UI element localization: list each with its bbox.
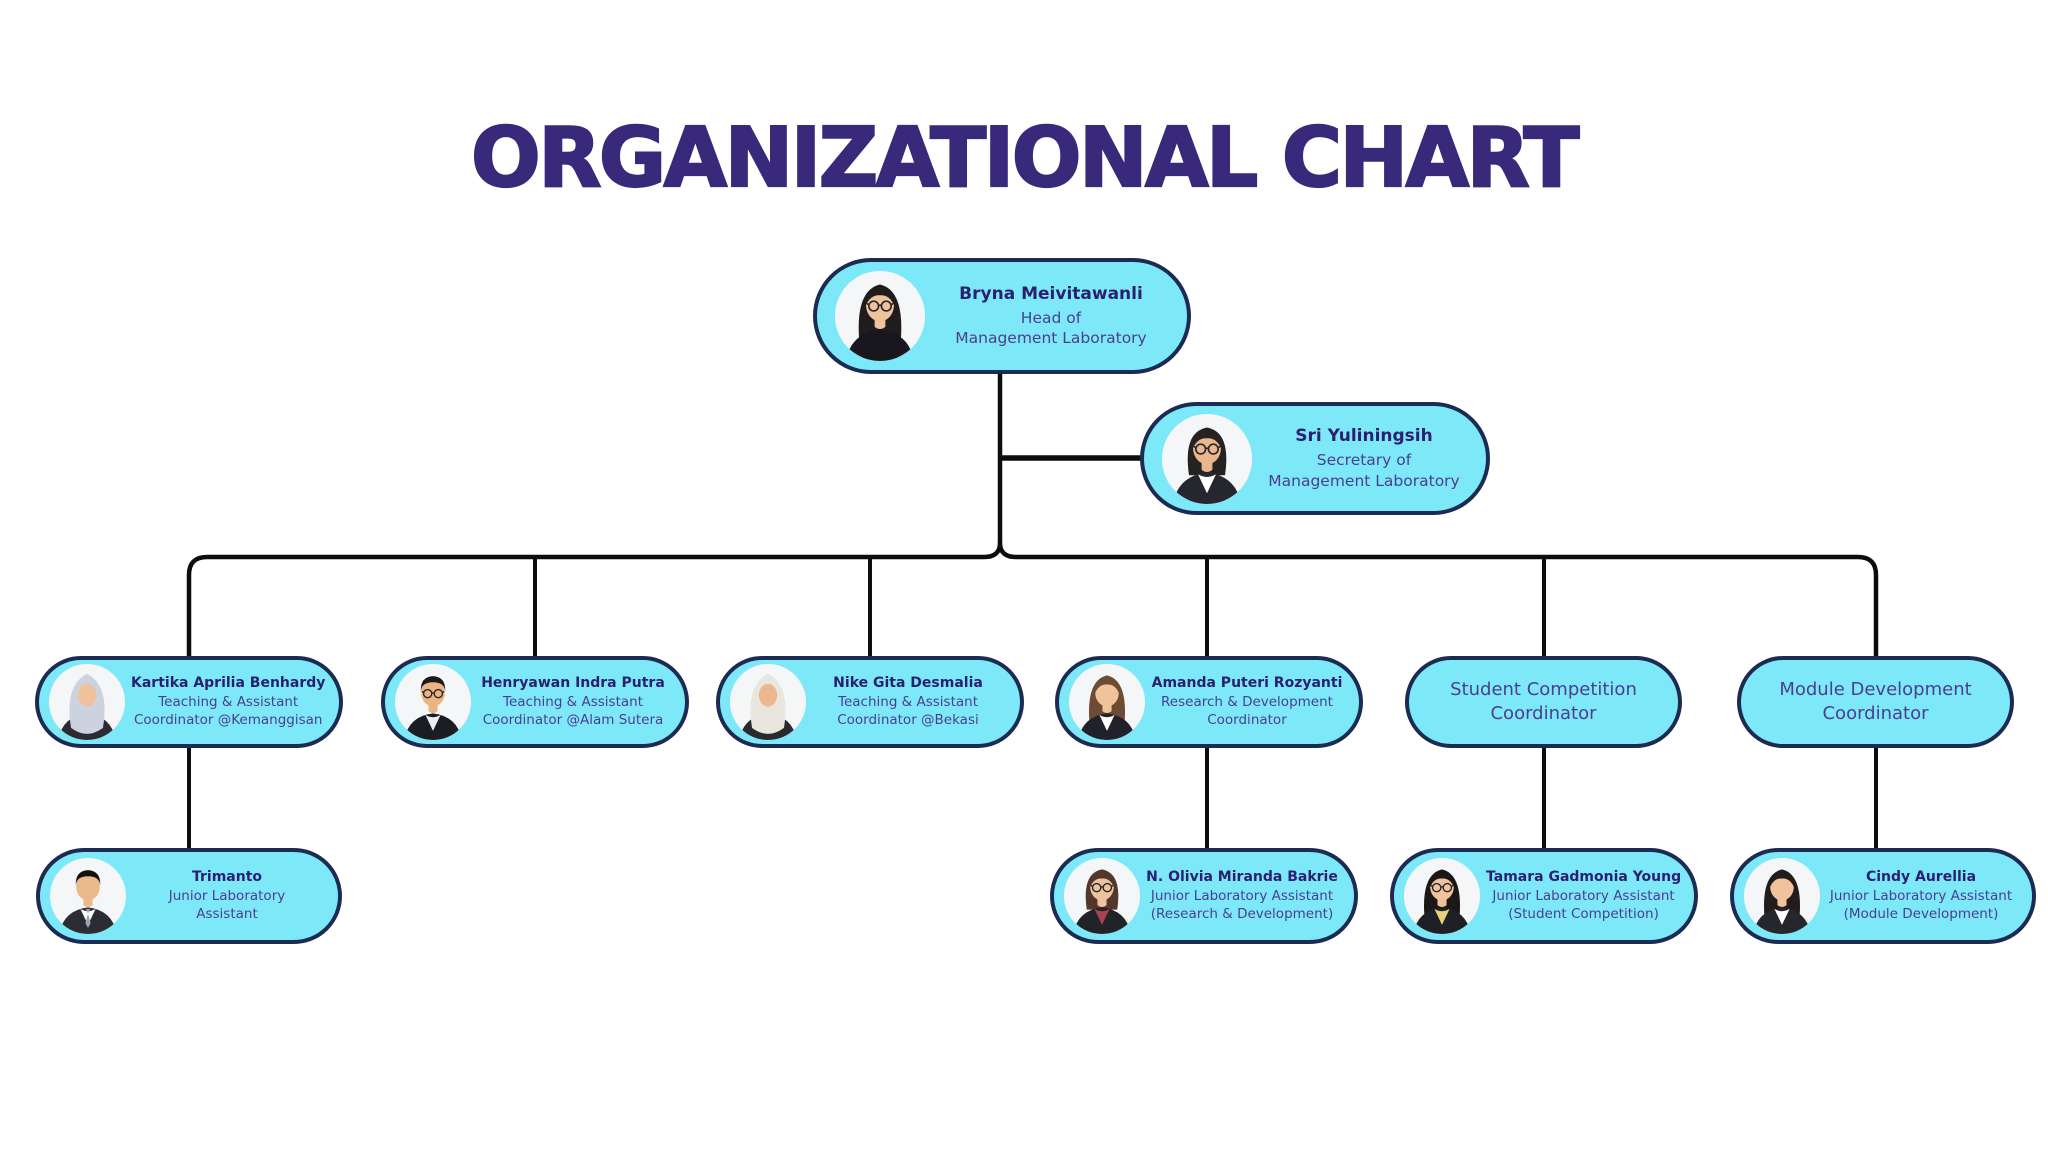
person-role: Secretary of Management Laboratory — [1268, 451, 1460, 490]
org-node-rnd-coordinator: Amanda Puteri Rozyanti Research & Develo… — [1055, 656, 1363, 748]
person-role: Junior Laboratory Assistant (Student Com… — [1492, 887, 1675, 922]
person-role: Junior Laboratory Assistant (Module Deve… — [1829, 887, 2013, 922]
person-photo — [1744, 858, 1820, 934]
person-role: Junior Laboratory Assistant — [168, 887, 286, 922]
person-name: N. Olivia Miranda Bakrie — [1146, 868, 1338, 885]
person-role: Junior Laboratory Assistant (Research & … — [1150, 887, 1334, 922]
org-node-coordinator-alam-sutera: Henryawan Indra Putra Teaching & Assista… — [381, 656, 689, 748]
node-text: Tamara Gadmonia Young Junior Laboratory … — [1480, 868, 1694, 923]
person-name: Amanda Puteri Rozyanti — [1151, 674, 1343, 691]
person-photo — [50, 858, 126, 934]
org-node-head: Bryna Meivitawanli Head of Management La… — [813, 258, 1191, 374]
node-text: Bryna Meivitawanli Head of Management La… — [925, 284, 1187, 348]
role-label: Module Development Coordinator — [1779, 678, 1972, 724]
node-text: Nike Gita Desmalia Teaching & Assistant … — [806, 675, 1020, 729]
node-text: Trimanto Junior Laboratory Assistant — [126, 869, 338, 923]
person-role: Teaching & Assistant Coordinator @Bekasi — [837, 693, 979, 728]
person-photo — [1064, 858, 1140, 934]
person-photo — [1069, 664, 1145, 740]
org-node-student-competition-coordinator: Student Competition Coordinator — [1405, 656, 1682, 748]
person-photo — [730, 664, 806, 740]
org-node-junior-assistant-rnd: N. Olivia Miranda Bakrie Junior Laborato… — [1050, 848, 1358, 944]
role-label: Student Competition Coordinator — [1450, 678, 1637, 724]
node-text: Henryawan Indra Putra Teaching & Assista… — [471, 675, 685, 729]
person-photo — [49, 664, 125, 740]
node-text: Amanda Puteri Rozyanti Research & Develo… — [1145, 675, 1359, 729]
person-photo — [1162, 413, 1252, 504]
person-name: Nike Gita Desmalia — [833, 674, 983, 691]
person-photo — [1404, 858, 1480, 934]
org-node-secretary: Sri Yuliningsih Secretary of Management … — [1140, 402, 1490, 515]
person-role: Head of Management Laboratory — [955, 308, 1147, 347]
person-name: Henryawan Indra Putra — [481, 674, 665, 691]
node-text: N. Olivia Miranda Bakrie Junior Laborato… — [1140, 869, 1354, 923]
person-name: Cindy Aurellia — [1865, 868, 1977, 885]
person-name: Trimanto — [191, 868, 263, 885]
person-photo — [835, 271, 925, 361]
org-node-junior-assistant: Trimanto Junior Laboratory Assistant — [36, 848, 342, 944]
org-node-junior-assistant-module-development: Cindy Aurellia Junior Laboratory Assista… — [1730, 848, 2036, 944]
org-node-coordinator-kemanggisan: Kartika Aprilia Benhardy Teaching & Assi… — [35, 656, 343, 748]
node-text: Sri Yuliningsih Secretary of Management … — [1252, 426, 1486, 490]
org-node-module-development-coordinator: Module Development Coordinator — [1737, 656, 2014, 748]
org-node-junior-assistant-student-competition: Tamara Gadmonia Young Junior Laboratory … — [1390, 848, 1698, 944]
person-name: Kartika Aprilia Benhardy — [131, 674, 326, 691]
page-title: ORGANIZATIONAL CHART — [470, 111, 1581, 206]
node-text: Cindy Aurellia Junior Laboratory Assista… — [1820, 869, 2032, 923]
person-name: Sri Yuliningsih — [1295, 426, 1433, 447]
person-photo — [395, 664, 471, 740]
person-role: Teaching & Assistant Coordinator @Alam S… — [482, 693, 664, 728]
org-node-coordinator-bekasi: Nike Gita Desmalia Teaching & Assistant … — [716, 656, 1024, 748]
person-name: Tamara Gadmonia Young — [1486, 868, 1682, 885]
person-name: Bryna Meivitawanli — [959, 283, 1143, 304]
node-text: Kartika Aprilia Benhardy Teaching & Assi… — [125, 674, 339, 729]
person-role: Teaching & Assistant Coordinator @Kemang… — [133, 693, 323, 728]
person-role: Research & Development Coordinator — [1161, 693, 1333, 728]
